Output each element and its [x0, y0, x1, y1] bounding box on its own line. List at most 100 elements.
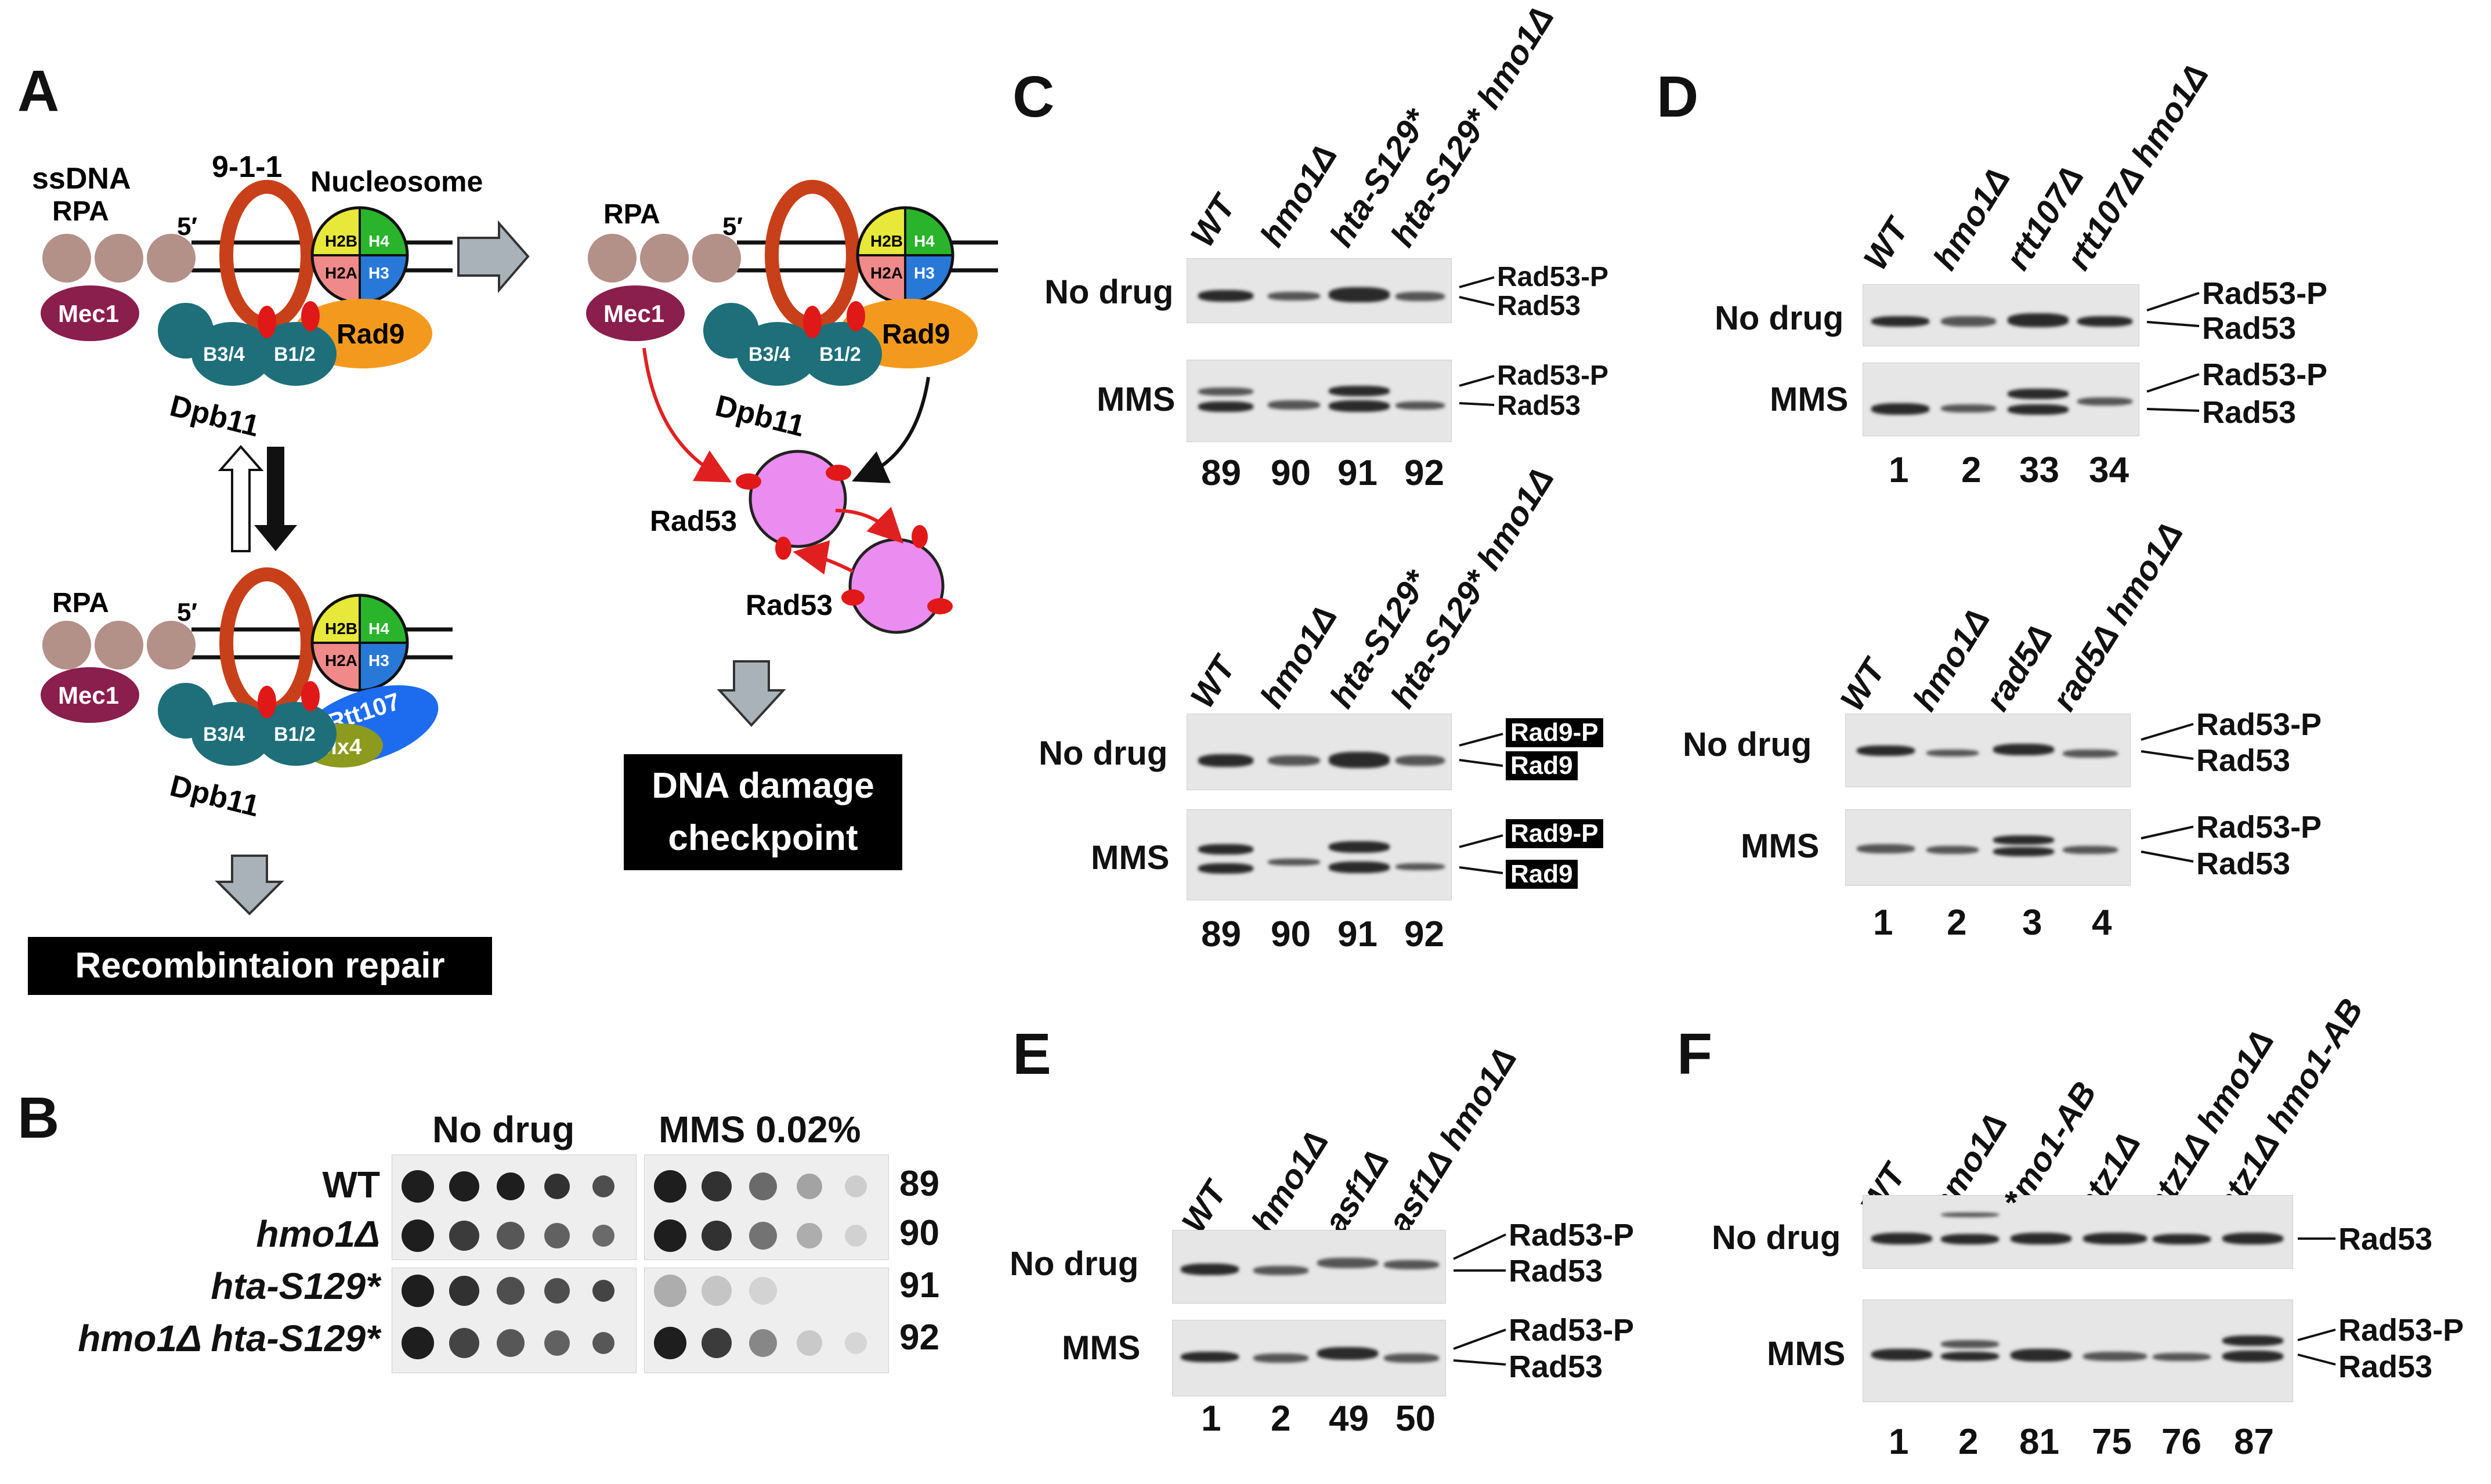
complex-bottom-left: H2B H4 H2A H3 Rtt107 Slx4 Mec1 B3/4 B1/2… — [41, 567, 453, 823]
c2-rad9-1: Rad9 — [1506, 751, 1578, 780]
f-num-1: 1 — [1889, 1422, 1909, 1462]
spot-nodrug — [402, 1170, 434, 1203]
down-arrow-repair-icon — [215, 855, 284, 915]
rpa-label-2: RPA — [52, 588, 109, 618]
spot-mms — [845, 1225, 867, 1247]
rpa-label-1: RPA — [52, 196, 109, 227]
spot-mms — [749, 1277, 777, 1305]
f-mms-label: MMS — [1767, 1335, 1846, 1373]
f-blot-mms — [1863, 1300, 2293, 1402]
e-num-3: 49 — [1329, 1399, 1369, 1439]
c2-nodrug-label: No drug — [1039, 734, 1168, 772]
spot-mms — [654, 1327, 686, 1359]
b-num-1: 89 — [899, 1164, 939, 1204]
b-num-4: 92 — [899, 1317, 939, 1358]
b12-label-1: B1/2 — [274, 343, 316, 365]
b12-label-3: B1/2 — [819, 343, 861, 365]
right-arrow-icon — [457, 220, 530, 294]
d1-num-4: 34 — [2089, 450, 2129, 490]
b-num-2: 90 — [899, 1213, 939, 1253]
mec1-label-1: Mec1 — [58, 300, 119, 327]
d1-num-1: 1 — [1889, 450, 1909, 490]
spot-mms — [797, 1223, 822, 1248]
checkpoint-diagram: H2B H4 H2A H3 Rad9 Mec1 B3/4 B1/2 Dpb11 … — [32, 150, 998, 915]
c1-rad53-1: Rad53 — [1497, 291, 1581, 321]
b-num-3: 91 — [899, 1265, 939, 1305]
spot-mms — [702, 1276, 732, 1306]
f-num-3: 81 — [2019, 1422, 2059, 1462]
rad9-label-1: Rad9 — [337, 319, 404, 350]
e-rad53-2: Rad53 — [1509, 1349, 1603, 1384]
spot-mms — [749, 1222, 777, 1250]
spot-nodrug — [544, 1330, 570, 1356]
e-num-4: 50 — [1395, 1399, 1436, 1439]
h3-label-3: H3 — [914, 264, 935, 282]
spot-nodrug — [544, 1174, 570, 1199]
spot-nodrug — [402, 1275, 434, 1307]
b-col-mms: MMS 0.02% — [659, 1109, 861, 1150]
h2a-label-2: H2A — [325, 651, 357, 669]
c1-num-3: 91 — [1337, 453, 1378, 493]
recombination-box: Recombintaion repair — [28, 937, 492, 995]
spot-mms — [845, 1332, 867, 1354]
panel-label-f: F — [1677, 1022, 1713, 1087]
f-rad53p-2: Rad53-P — [2338, 1313, 2464, 1348]
spot-nodrug — [449, 1171, 479, 1201]
e-rad53p-2: Rad53-P — [1509, 1313, 1635, 1348]
e-num-1: 1 — [1201, 1399, 1221, 1439]
mec1-label-2: Mec1 — [58, 682, 119, 709]
e-mms-label: MMS — [1062, 1329, 1141, 1367]
c1-nodrug-label: No drug — [1044, 273, 1174, 311]
checkpoint-box: DNA damage checkpoint — [624, 754, 902, 870]
c2-num-4: 92 — [1404, 914, 1444, 954]
d1-num-2: 2 — [1961, 450, 1982, 490]
f-rad53-1: Rad53 — [2338, 1222, 2433, 1257]
panel-label-a: A — [17, 59, 60, 124]
b-row-wt: WT — [322, 1164, 381, 1206]
d2-rad53p-1: Rad53-P — [2196, 707, 2322, 742]
d2-num-1: 1 — [1873, 903, 1893, 943]
c1-num-1: 89 — [1201, 453, 1241, 493]
c1-rad53p-2: Rad53-P — [1497, 360, 1609, 391]
checkpoint-line-2: checkpoint — [668, 818, 858, 858]
f-num-5: 76 — [2161, 1422, 2201, 1462]
d1-nodrug-label: No drug — [1715, 299, 1844, 337]
c1-rad53p-1: Rad53-P — [1497, 262, 1609, 292]
b34-label-1: B3/4 — [203, 343, 245, 365]
panel-label-b: B — [17, 1085, 60, 1150]
spot-mms — [845, 1175, 867, 1197]
c2-blot-mms — [1187, 809, 1452, 900]
d2-rad53-2: Rad53 — [2196, 846, 2291, 881]
c2-rad9p-2: Rad9-P — [1506, 819, 1603, 848]
spot-mms — [654, 1219, 686, 1252]
spot-mms — [797, 1330, 822, 1356]
panel-label-d: D — [1657, 64, 1699, 129]
c1-num-4: 92 — [1404, 453, 1444, 493]
spot-nodrug — [544, 1223, 570, 1248]
checkpoint-line-1: DNA damage — [652, 766, 874, 806]
panel-label-c: C — [1013, 64, 1055, 129]
spot-nodrug — [497, 1329, 525, 1357]
h4-label-2: H4 — [368, 620, 389, 638]
spot-mms — [654, 1275, 686, 1307]
rpa-label-3: RPA — [603, 199, 660, 230]
d1-rad53-1: Rad53 — [2202, 311, 2297, 346]
spot-nodrug — [544, 1278, 570, 1304]
h2b-label-2: H2B — [325, 620, 357, 638]
c2-num-1: 89 — [1201, 914, 1241, 954]
spot-mms — [654, 1170, 686, 1203]
d2-mms-label: MMS — [1741, 827, 1820, 865]
c2-rad9-2: Rad9 — [1506, 860, 1578, 889]
spot-mms — [702, 1221, 732, 1251]
f-blot-nodrug — [1863, 1195, 2293, 1269]
spot-nodrug — [592, 1280, 614, 1302]
complex-top-left: H2B H4 H2A H3 Rad9 Mec1 B3/4 B1/2 Dpb11 … — [32, 150, 483, 443]
d2-nodrug-label: No drug — [1683, 726, 1812, 763]
f-num-4: 75 — [2092, 1422, 2132, 1462]
five-prime-label-1: 5′ — [177, 212, 197, 241]
d2-num-3: 3 — [2022, 903, 2042, 943]
h4-label-1: H4 — [368, 232, 389, 250]
spot-nodrug — [592, 1175, 614, 1197]
b-row-hmo1-hta: hmo1Δ hta-S129* — [78, 1317, 380, 1359]
b-row-hmo1: hmo1Δ — [256, 1213, 380, 1255]
